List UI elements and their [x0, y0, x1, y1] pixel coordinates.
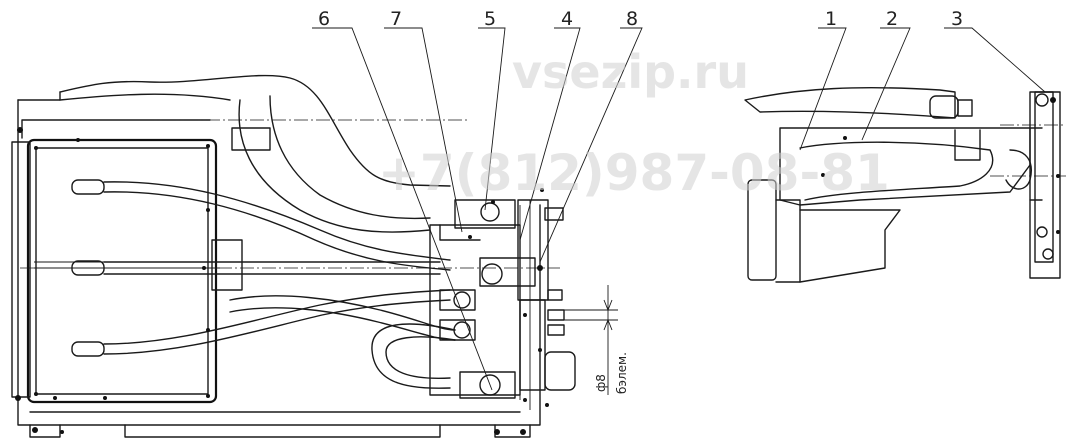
callouts: 6 7 5 4 8 1 2 3 [318, 8, 963, 30]
main-view: ф8 бэлем. [11, 74, 629, 438]
callout-1: 1 [825, 8, 837, 30]
callout-8: 8 [626, 8, 638, 30]
side-view [744, 87, 1066, 283]
watermark-phone: +7(812)987-08-81 [378, 144, 890, 202]
callout-3: 3 [951, 8, 963, 30]
callout-2: 2 [886, 8, 898, 30]
watermark-site: vsezip.ru [512, 45, 749, 99]
callout-7: 7 [390, 8, 402, 30]
dimension-note: бэлем. [615, 352, 629, 394]
callout-5: 5 [484, 8, 496, 30]
callout-6: 6 [318, 8, 330, 30]
dimension-phi8: ф8 бэлем. [560, 285, 629, 395]
leader-lines [312, 27, 1046, 391]
watermark: vsezip.ru +7(812)987-08-81 [378, 45, 890, 202]
callout-4: 4 [561, 8, 573, 30]
bolt-dots [15, 127, 549, 435]
valve-block [429, 199, 576, 410]
dimension-value: ф8 [594, 374, 608, 392]
